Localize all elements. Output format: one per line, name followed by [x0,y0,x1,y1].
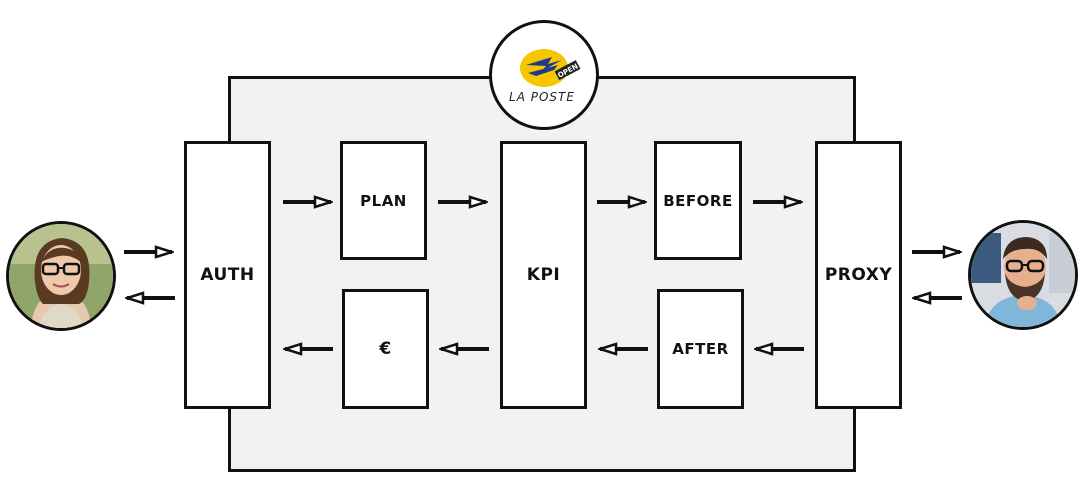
before-label: BEFORE [663,191,733,210]
kpi-label: KPI [526,265,561,285]
kpi-box: KPI [500,141,587,409]
la-poste-logo-icon: OPEN LA POSTE [509,49,581,104]
euro-box: € [342,289,429,409]
after-label: AFTER [672,340,729,358]
plan-label: PLAN [360,191,407,210]
before-box: BEFORE [654,141,742,260]
proxy-box: PROXY [815,141,902,409]
auth-box: AUTH [184,141,271,409]
user-avatar-right [968,220,1078,330]
after-box: AFTER [657,289,744,409]
plan-box: PLAN [340,141,427,260]
proxy-label: PROXY [824,265,893,285]
man-portrait-icon [971,223,1075,327]
logo-wordmark: LA POSTE [509,90,575,104]
euro-label: € [379,339,392,359]
la-poste-logo: OPEN LA POSTE [489,20,599,130]
auth-label: AUTH [200,265,255,285]
